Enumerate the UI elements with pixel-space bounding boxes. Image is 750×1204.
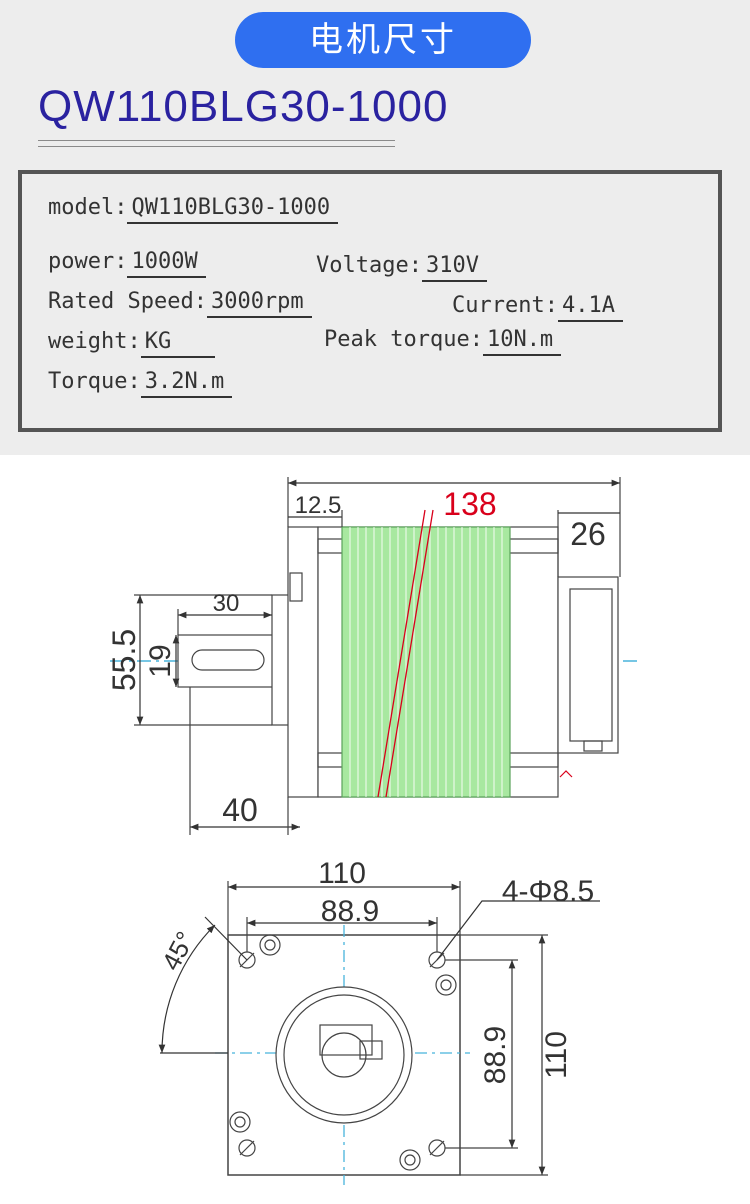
spec-model: model:QW110BLG30-1000 xyxy=(48,194,339,224)
spec-panel: 电机尺寸 QW110BLG30-1000 model:QW110BLG30-10… xyxy=(0,0,750,455)
shaft-key-tab xyxy=(359,1040,383,1060)
section-title-badge: 电机尺寸 xyxy=(235,12,531,68)
spec-peak-torque: Peak torque:10N.m xyxy=(324,326,562,356)
screw-heads xyxy=(229,934,457,1171)
pilot-ring-inner xyxy=(283,994,405,1116)
shaft-keyway xyxy=(191,649,265,671)
rear-cap xyxy=(557,576,619,754)
label-hole-pitch-y: 88.9 xyxy=(479,1026,512,1084)
spec-table: model:QW110BLG30-1000 power:1000W Voltag… xyxy=(18,170,722,432)
title-underline-2 xyxy=(38,146,395,147)
model-title: QW110BLG30-1000 xyxy=(38,82,449,131)
hole-leader xyxy=(436,900,600,961)
shaft-key-front xyxy=(319,1024,373,1056)
label-hole-pitch-x: 88.9 xyxy=(321,895,379,928)
spec-rated-speed: Rated Speed:3000rpm xyxy=(48,288,312,318)
label-angle: 45° xyxy=(156,926,201,975)
cable-gland xyxy=(583,740,603,752)
label-height: 110 xyxy=(540,1031,573,1079)
spec-power: power:1000W xyxy=(48,248,206,278)
cable-mark xyxy=(559,770,573,778)
label-shaft-diameter: 19 xyxy=(144,644,177,677)
label-shaft-length: 30 xyxy=(213,590,240,617)
stator-laminations xyxy=(341,526,511,798)
front-view xyxy=(158,881,600,1185)
label-rear-cap: 26 xyxy=(570,516,606,552)
mounting-hole-bl xyxy=(238,1139,256,1157)
angle-arc xyxy=(158,924,216,1054)
side-view xyxy=(110,477,640,835)
title-underline xyxy=(38,140,395,141)
mounting-holes xyxy=(238,951,446,1157)
spec-current: Current:4.1A xyxy=(452,292,623,322)
dimension-drawing: 138 12.5 26 30 55.5 19 40 xyxy=(0,455,750,1200)
flange xyxy=(287,526,319,798)
label-flange-thickness: 12.5 xyxy=(295,492,342,519)
break-line-a xyxy=(377,509,426,798)
label-shaft-extension: 40 xyxy=(222,792,258,828)
stator-stripes xyxy=(349,527,503,797)
spec-voltage: Voltage:310V xyxy=(316,252,487,282)
label-width: 110 xyxy=(318,857,366,890)
break-line-b xyxy=(385,509,434,798)
angle-ray xyxy=(204,916,248,961)
drawing-svg: 138 12.5 26 30 55.5 19 40 xyxy=(106,477,640,1185)
label-holes: 4-Φ8.5 xyxy=(502,875,594,908)
label-total-length: 138 xyxy=(443,486,496,522)
label-pilot-diameter: 55.5 xyxy=(106,629,142,691)
spec-weight: weight:KG xyxy=(48,328,215,358)
spec-torque: Torque:3.2N.m xyxy=(48,368,233,398)
flange-bolt xyxy=(289,572,303,602)
